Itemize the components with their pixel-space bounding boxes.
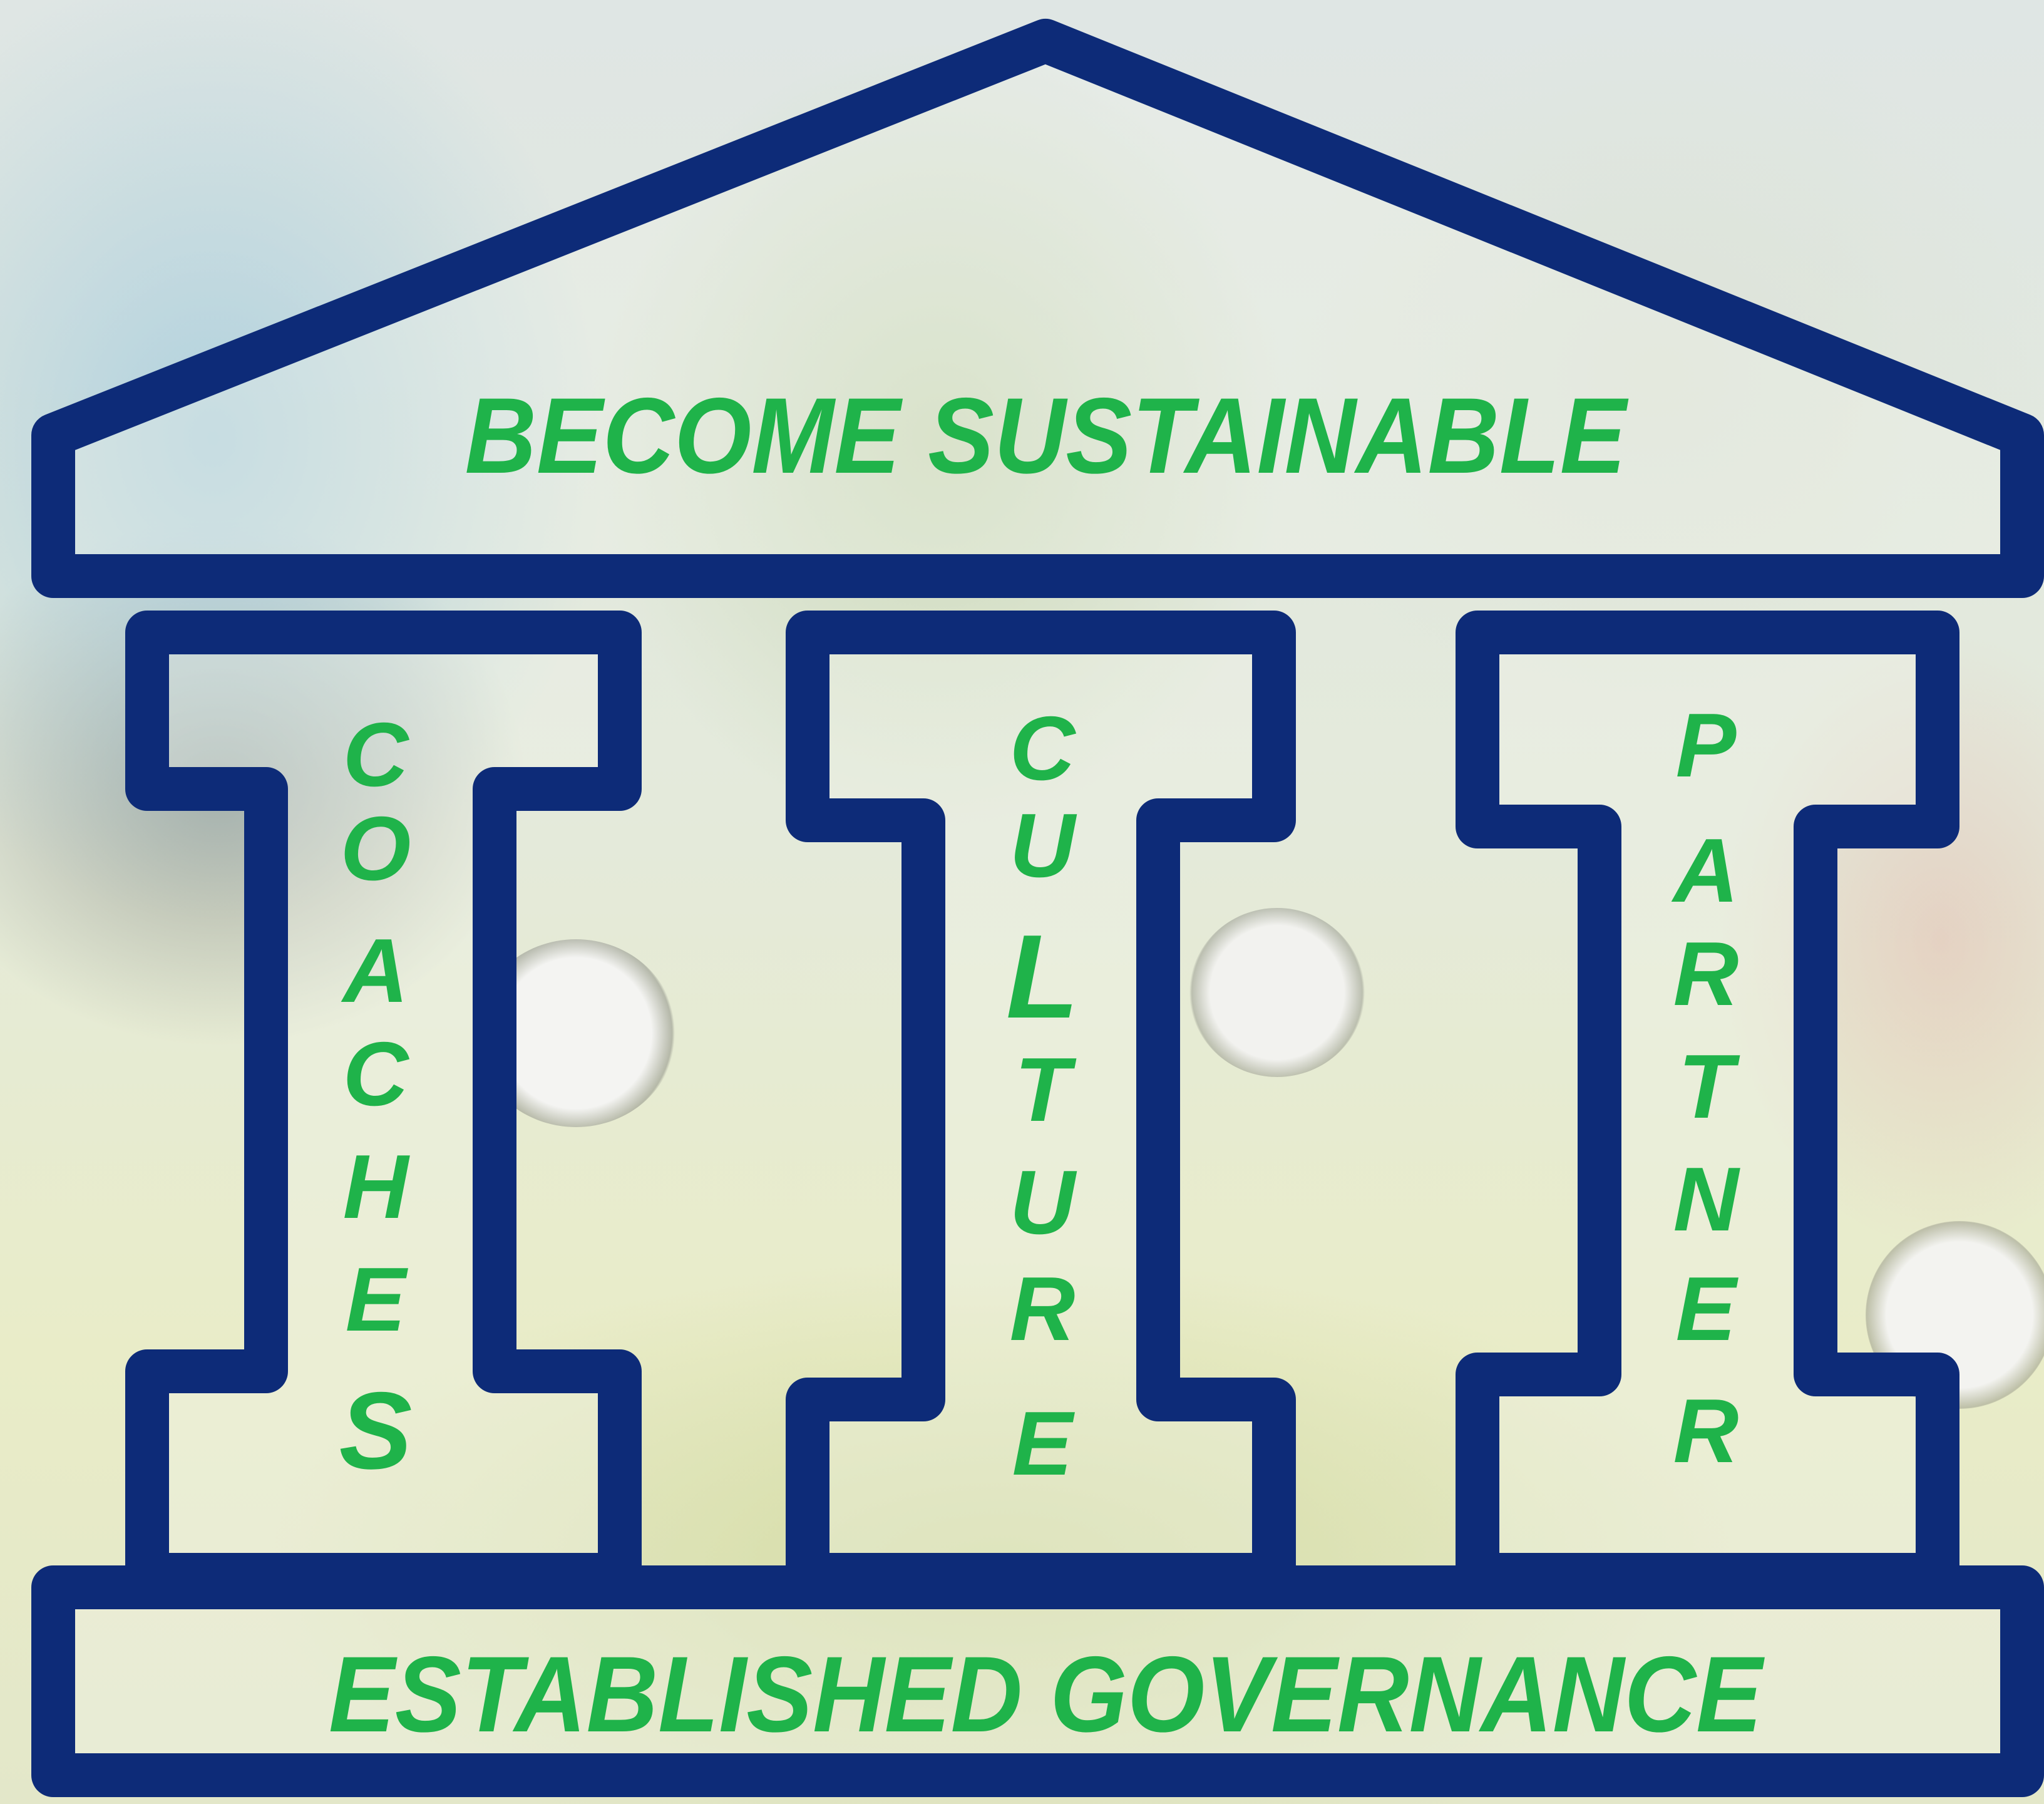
pillar-letter: C bbox=[343, 704, 410, 805]
pillar-letter: E bbox=[1676, 1258, 1739, 1359]
base-label: ESTABLISHED GOVERNANCE bbox=[329, 1634, 1765, 1755]
roof-pediment bbox=[31, 19, 2044, 598]
building-outline bbox=[31, 19, 2044, 1797]
pillar-letter: H bbox=[343, 1136, 411, 1237]
pillar-letter: A bbox=[1672, 820, 1739, 921]
soccer-ball bbox=[1189, 908, 1365, 1077]
pillar-partner-letters: P A R T N E R bbox=[1672, 694, 1741, 1482]
pillar-letter: U bbox=[1010, 1152, 1077, 1253]
pillar-letter: N bbox=[1673, 1148, 1741, 1250]
pillar-letter: E bbox=[1012, 1393, 1076, 1494]
pillar-letter: T bbox=[1015, 1039, 1077, 1140]
roof-label: BECOME SUSTAINABLE bbox=[465, 376, 1629, 496]
pillar-letter: R bbox=[1673, 923, 1739, 1024]
pillar-coaches-letters: C O A C H E S bbox=[339, 704, 413, 1492]
pillar-letter: E bbox=[346, 1249, 409, 1350]
pillar-letter: R bbox=[1010, 1258, 1076, 1359]
pillar-letter: L bbox=[1006, 910, 1079, 1043]
pillar-culture-letters: C U L T U R E bbox=[1006, 698, 1079, 1494]
pillar-letter: C bbox=[343, 1023, 410, 1125]
pillar-letter: C bbox=[1010, 698, 1077, 799]
pillar-letter: T bbox=[1678, 1036, 1740, 1137]
pillar-letter: R bbox=[1673, 1380, 1739, 1482]
pillar-letter: P bbox=[1676, 694, 1737, 796]
pillar-letter: U bbox=[1010, 795, 1077, 896]
base-foundation bbox=[31, 1565, 2044, 1797]
pillar-letter: S bbox=[339, 1370, 413, 1492]
pillar-letter: O bbox=[341, 798, 411, 899]
pillar-letter: A bbox=[341, 920, 409, 1021]
